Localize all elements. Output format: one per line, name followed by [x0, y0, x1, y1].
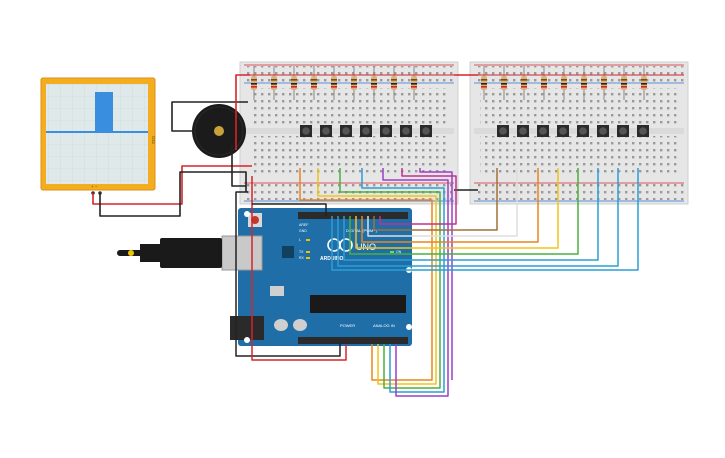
resistor[interactable]: [331, 66, 337, 100]
resistor[interactable]: [271, 66, 277, 100]
resistor[interactable]: [311, 66, 317, 100]
resistor[interactable]: [521, 66, 527, 100]
push-button[interactable]: [320, 125, 332, 137]
l-led-label: L: [299, 238, 301, 242]
resistor[interactable]: [641, 66, 647, 100]
reset-button[interactable]: [251, 216, 259, 224]
push-button[interactable]: [340, 125, 352, 137]
aref-label: AREF: [299, 223, 308, 227]
usb-port[interactable]: [221, 235, 263, 271]
power-jack[interactable]: [230, 316, 264, 340]
resistor[interactable]: [561, 66, 567, 100]
push-button[interactable]: [617, 125, 629, 137]
push-button[interactable]: [497, 125, 509, 137]
tx-led-label: TX: [299, 250, 304, 254]
resistor[interactable]: [501, 66, 507, 100]
push-button[interactable]: [420, 125, 432, 137]
piezo-buzzer[interactable]: [192, 104, 246, 158]
scope-trace-pulse: [95, 92, 113, 132]
scope-terminal-label: + −: [91, 184, 98, 189]
arduino-uno-board[interactable]: ARDUINO UNO DIGITAL (PWM~) ANALOG IN POW…: [221, 208, 412, 346]
push-button[interactable]: [637, 125, 649, 137]
resistor[interactable]: [371, 66, 377, 100]
breadboard-left[interactable]: [239, 61, 459, 205]
resistor-row-left[interactable]: [251, 66, 417, 100]
scope-label: Osc: [151, 136, 156, 145]
arduino-logo-icon: [327, 238, 353, 252]
rx-led-label: RX: [299, 256, 305, 260]
push-button[interactable]: [537, 125, 549, 137]
resistor[interactable]: [291, 66, 297, 100]
resistor[interactable]: [581, 66, 587, 100]
push-button[interactable]: [597, 125, 609, 137]
push-button[interactable]: [517, 125, 529, 137]
resistor[interactable]: [251, 66, 257, 100]
on-led-label: ON: [396, 250, 402, 254]
resistor[interactable]: [351, 66, 357, 100]
push-button[interactable]: [577, 125, 589, 137]
resistor[interactable]: [541, 66, 547, 100]
push-button[interactable]: [300, 125, 312, 137]
arduino-model: UNO: [356, 242, 376, 252]
resistor[interactable]: [481, 66, 487, 100]
wires-scope-buzzer[interactable]: [92, 74, 684, 217]
resistor[interactable]: [391, 66, 397, 100]
push-button[interactable]: [557, 125, 569, 137]
resistor[interactable]: [621, 66, 627, 100]
resistor-row-right[interactable]: [481, 66, 647, 100]
analog-label: ANALOG IN: [373, 323, 395, 328]
analog-power-header[interactable]: [298, 337, 408, 344]
push-button[interactable]: [360, 125, 372, 137]
push-button[interactable]: [380, 125, 392, 137]
resistor[interactable]: [411, 66, 417, 100]
push-button[interactable]: [400, 125, 412, 137]
resistor[interactable]: [601, 66, 607, 100]
power-label: POWER: [340, 323, 355, 328]
digital-header[interactable]: [298, 212, 408, 219]
button-row-right[interactable]: [497, 125, 649, 137]
button-row-left[interactable]: [300, 125, 432, 137]
usb-cable[interactable]: [117, 238, 222, 268]
oscilloscope[interactable]: Osc + −: [40, 77, 156, 195]
gnd-label: GND: [299, 229, 307, 233]
wires-arduino[interactable]: [235, 168, 639, 397]
atmega-chip: [310, 295, 406, 313]
